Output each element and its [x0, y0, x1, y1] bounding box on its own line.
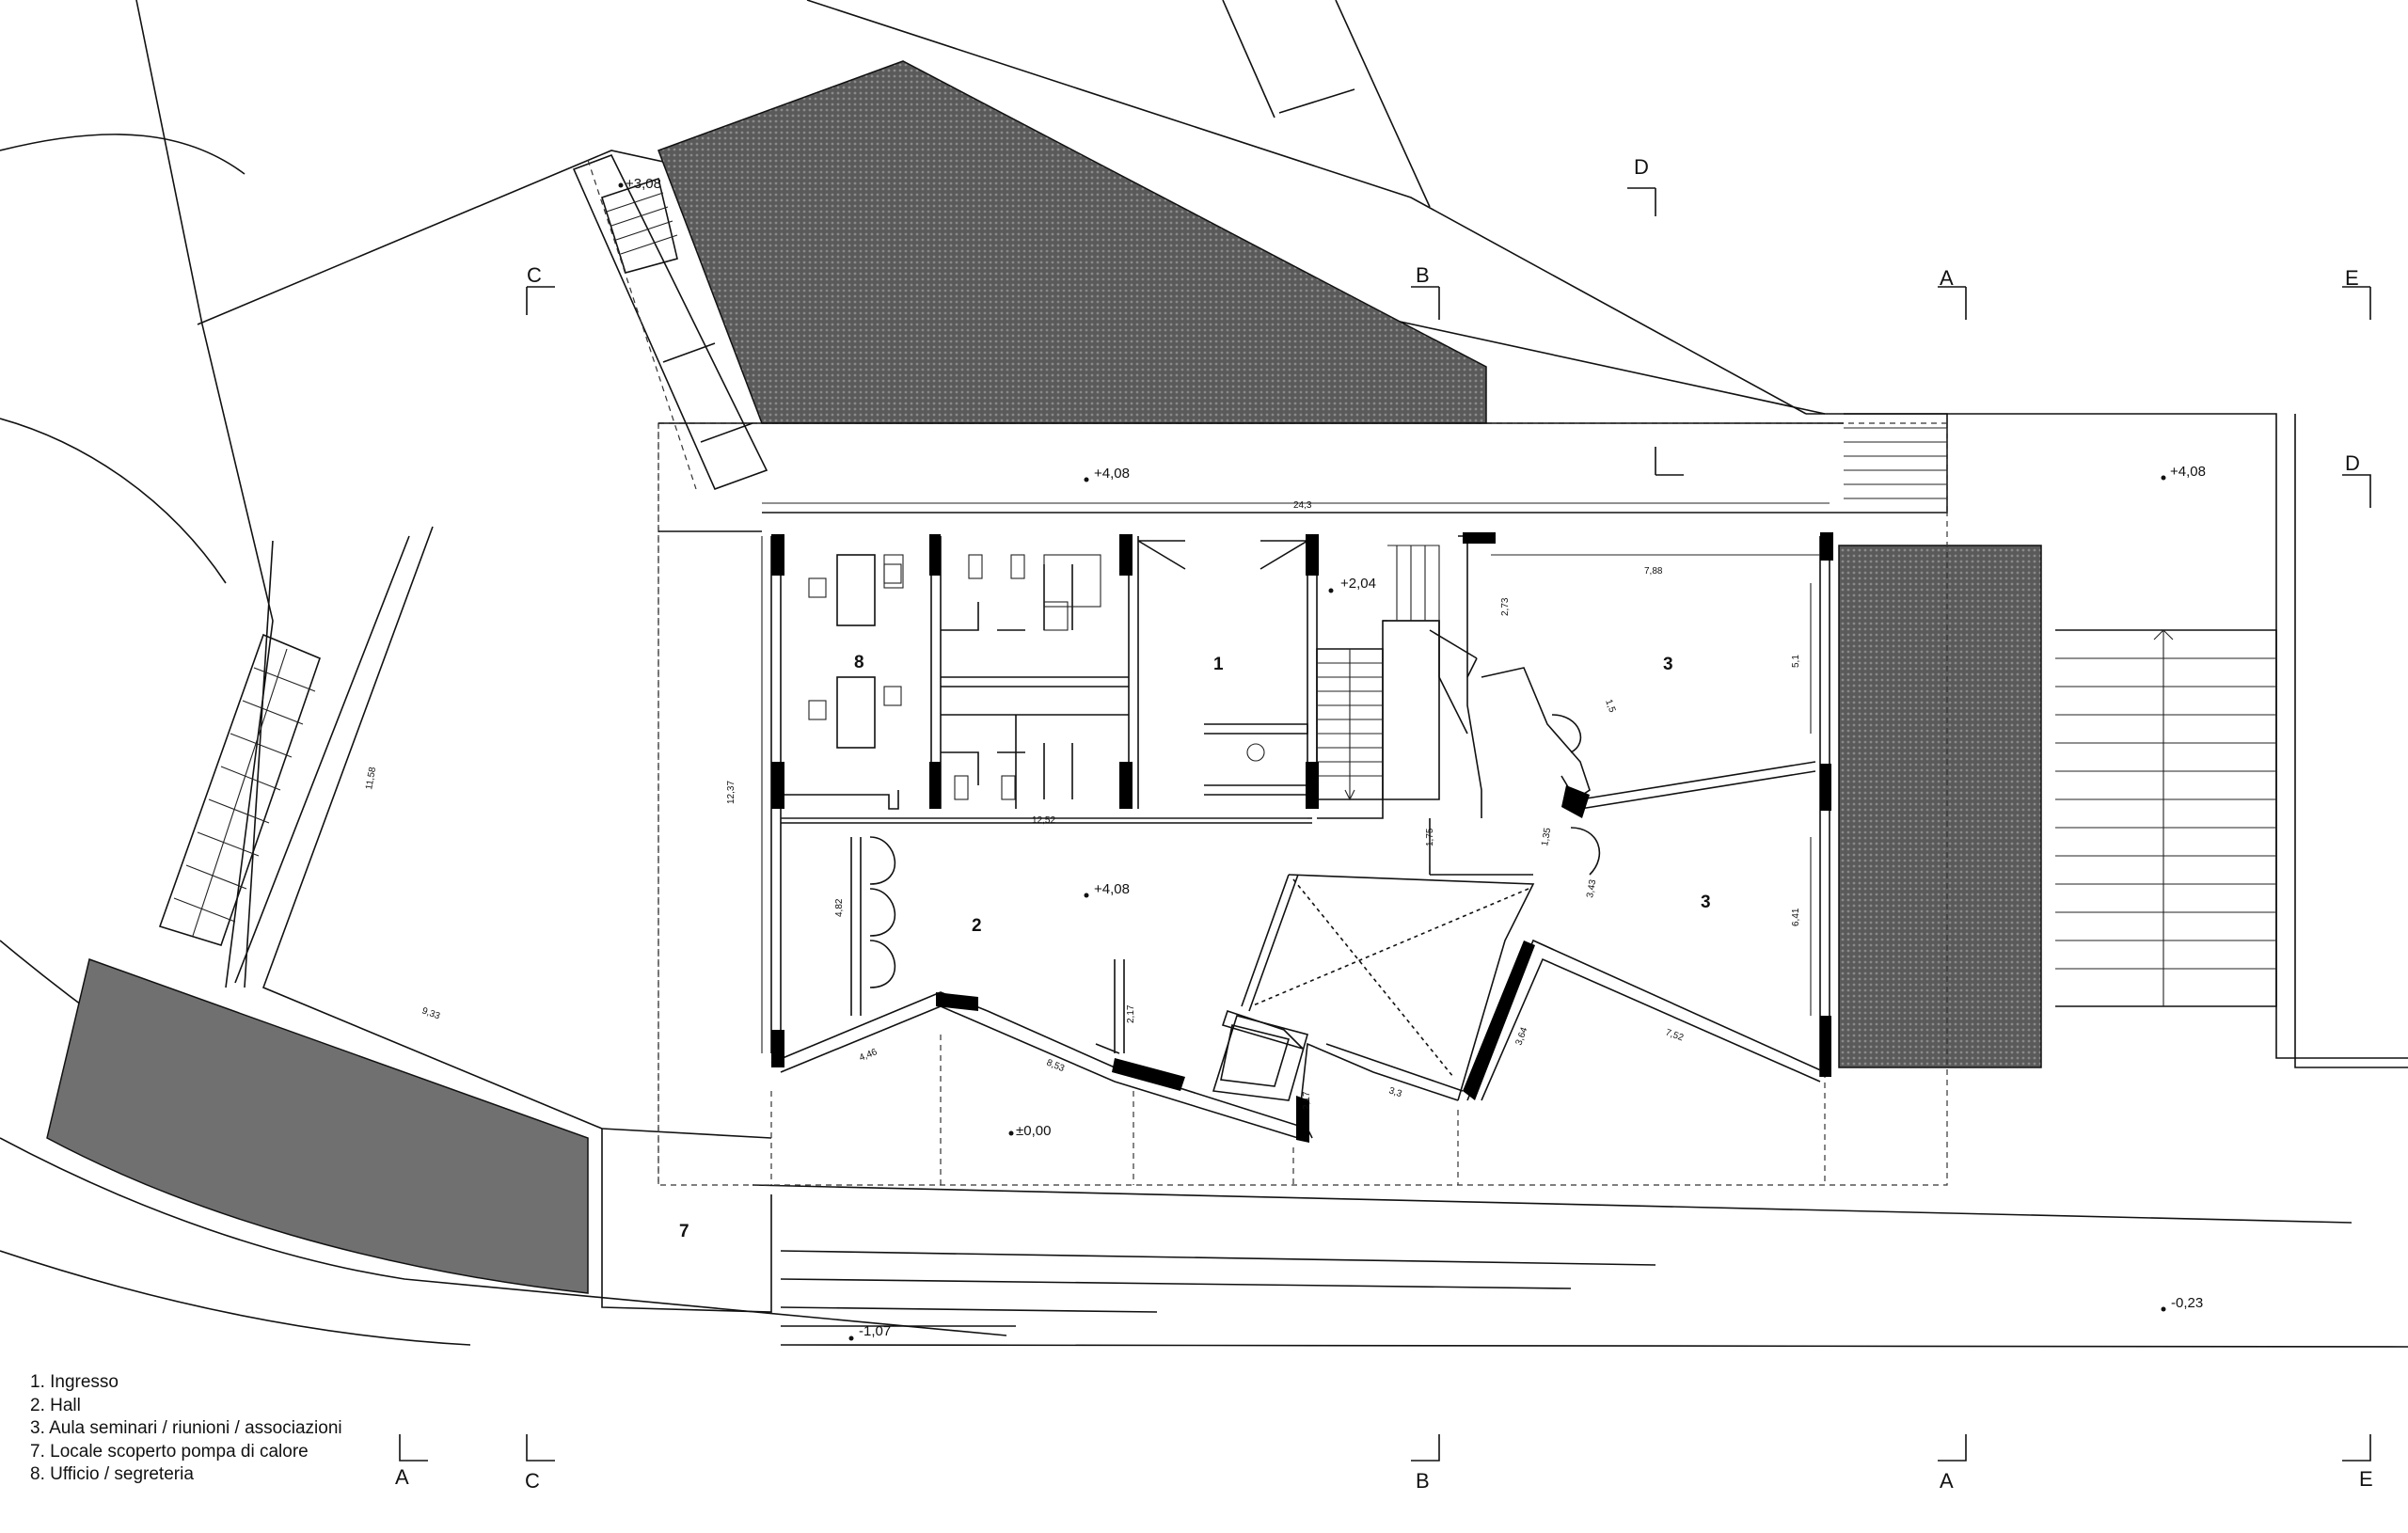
site-lines	[0, 0, 2408, 1348]
dim-label: 11,58	[364, 766, 378, 790]
legend-item: 3. Aula seminari / riunioni / associazio…	[30, 1418, 342, 1438]
section-markers	[399, 187, 2371, 1462]
dim-label: 1,75	[1425, 828, 1435, 846]
dim-label: 5,1	[1791, 655, 1801, 668]
dim-label: 7,52	[1664, 1027, 1685, 1043]
section-label-c-top: C	[527, 263, 542, 287]
room-label-1: 1	[1213, 655, 1224, 674]
dim-label: 12,52	[1032, 815, 1055, 826]
level-far: -0,23	[2171, 1295, 2203, 1311]
room-label-3a: 3	[1663, 655, 1673, 674]
section-label-c-bottom: C	[525, 1469, 540, 1493]
section-label-a-top: A	[1940, 266, 1954, 290]
level-dots	[618, 182, 2166, 1341]
dim-label: 2,17	[1302, 1091, 1312, 1110]
dim-label: 1,5	[1603, 698, 1617, 714]
section-label-d-right: D	[2345, 451, 2360, 475]
section-label-e-top: E	[2345, 266, 2359, 290]
legend-item: 7. Locale scoperto pompa di calore	[30, 1441, 309, 1462]
room-label-3b: 3	[1701, 893, 1711, 912]
office-furniture	[808, 554, 1265, 800]
level-top: +4,08	[1094, 466, 1130, 482]
dim-label: 12,37	[726, 781, 737, 804]
dim-label: 3,43	[1585, 878, 1598, 899]
level-hall: +4,08	[1094, 881, 1130, 897]
dim-label: 7,88	[1644, 566, 1663, 577]
level-stair: +3,08	[626, 176, 661, 192]
external-stair-left	[158, 633, 322, 946]
level-lower: ±0,00	[1016, 1123, 1051, 1139]
legend-item: 8. Ufficio / segreteria	[30, 1464, 194, 1484]
section-label-d-top: D	[1634, 155, 1649, 179]
dimension-lines	[761, 502, 1830, 1053]
overhang-outline	[657, 422, 1948, 1186]
section-label-b-top: B	[1416, 263, 1430, 287]
dim-label: 8,53	[1045, 1058, 1067, 1075]
grey-area-left	[46, 958, 589, 1294]
room-label-7: 7	[679, 1222, 689, 1241]
section-label-e-bottom: E	[2359, 1467, 2373, 1491]
legend: 1. Ingresso 2. Hall 3. Aula seminari / r…	[30, 1371, 342, 1487]
dim-label: 2,73	[1500, 597, 1511, 616]
dim-label: 4,82	[834, 898, 845, 917]
level-right: +4,08	[2170, 464, 2206, 480]
hatched-area-right	[1838, 545, 2042, 1068]
level-bottom: -1,07	[859, 1323, 891, 1339]
room-label-2: 2	[972, 916, 982, 936]
section-label-b-bottom: B	[1416, 1469, 1430, 1493]
section-label-a-bottom-2: A	[1940, 1469, 1954, 1493]
legend-item: 2. Hall	[30, 1395, 81, 1415]
section-label-a-bottom: A	[395, 1465, 409, 1489]
dim-label: 3,64	[1513, 1026, 1529, 1047]
room-label-8: 8	[854, 653, 864, 672]
dim-label: 1,35	[1540, 827, 1553, 847]
dim-label: 24,3	[1293, 500, 1312, 511]
dim-label: 2,17	[1126, 1004, 1136, 1023]
dim-label: 6,41	[1791, 908, 1801, 926]
level-stairwell: +2,04	[1340, 576, 1376, 592]
dim-label: 9,33	[420, 1005, 441, 1021]
structural-walls	[771, 532, 1833, 1143]
dim-label: 4,46	[858, 1047, 879, 1064]
external-stair-top	[572, 153, 768, 491]
stairwell	[1316, 545, 1440, 801]
dim-label: 3,3	[1387, 1085, 1403, 1099]
hatched-area-top	[657, 60, 1487, 424]
legend-item: 1. Ingresso	[30, 1372, 119, 1392]
